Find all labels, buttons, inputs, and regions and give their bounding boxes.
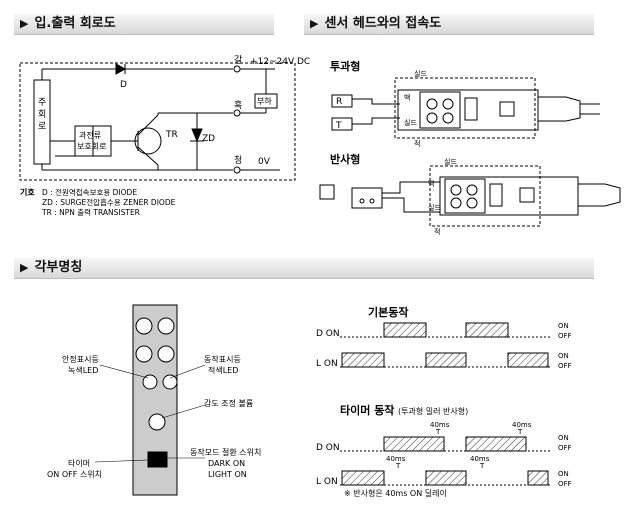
timer-timing-waves <box>340 436 550 486</box>
timer-operation-subtitle: (투과형 밀러 반사형) <box>398 407 468 416</box>
header-sensor-head: ▶ 센서 헤드와의 접속도 <box>304 14 594 35</box>
t-label: T <box>335 121 342 131</box>
zener-symbol <box>191 128 203 143</box>
diode-symbol <box>115 63 127 75</box>
transistor-symbol <box>134 127 162 155</box>
blue-label: 청 <box>234 155 242 166</box>
shield-label-4: 실드 <box>428 203 441 212</box>
basic-l-on-off: OFF <box>558 362 572 370</box>
timer-operation-title: 타이머 동작 <box>340 403 394 417</box>
red-label-1: 적 <box>414 139 420 148</box>
basic-timing-waves <box>340 322 550 368</box>
timer-l-on-label: L ON <box>316 477 338 487</box>
delay-label-1: 40ms <box>430 421 450 429</box>
timer-l-on-off: OFF <box>558 480 572 488</box>
t-label-3: T <box>395 462 401 470</box>
header-parts-label: 각부명칭 <box>34 260 83 275</box>
black-wire-label-1: 백 <box>404 93 410 102</box>
circuit-frame <box>19 62 296 181</box>
d-label: D <box>120 80 127 90</box>
svg-text:로: 로 <box>38 122 46 132</box>
zero-label: 0V <box>258 157 271 167</box>
t-label-4: T <box>479 462 485 470</box>
through-beam-title: 투과형 <box>330 59 360 73</box>
basic-l-on-on: ON <box>558 352 569 360</box>
shield-label-1: 실드 <box>414 69 427 78</box>
legend-line-1: D : 전원역접속보호용 DIODE <box>42 187 137 197</box>
black-wire-label-2: 백 <box>428 179 434 188</box>
delay-label-3: 40ms <box>386 455 406 463</box>
red-led-label: 적색LED <box>208 365 238 375</box>
triangle-icon: ▶ <box>20 17 29 30</box>
protection-label-1: 과전류 <box>79 130 101 140</box>
header-io-circuit: ▶ 입.출력 회로도 <box>14 14 274 35</box>
light-on-label: LIGHT ON <box>208 470 247 479</box>
basic-d-on-on: ON <box>558 322 569 330</box>
triangle-icon: ▶ <box>310 17 319 30</box>
load-label: 부하 <box>257 96 272 106</box>
brown-label: 갈 <box>234 55 242 66</box>
circuit-diagram <box>19 62 296 181</box>
black-label: 흑 <box>234 99 242 111</box>
svg-text:회: 회 <box>38 109 46 120</box>
reflective-title: 반사형 <box>330 152 360 166</box>
sensitivity-volume-label: 감도 조정 볼륨 <box>204 398 253 408</box>
header-io-circuit-label: 입.출력 회로도 <box>34 16 116 31</box>
timer-label: 타이머 <box>68 458 90 468</box>
zd-label: ZD <box>202 134 215 144</box>
supply-label: +12~24V DC <box>250 57 310 67</box>
delay-label-4: 40ms <box>470 455 490 463</box>
dark-on-label: DARK ON <box>208 459 245 468</box>
r-label: R <box>336 97 342 107</box>
main-circuit-label: 주 <box>38 97 46 108</box>
timer-switch-label: ON OFF 스위치 <box>47 470 102 479</box>
timer-d-on-label: D ON <box>316 443 340 453</box>
red-label-2: 적 <box>434 227 440 236</box>
shield-label-2: 실드 <box>404 118 417 127</box>
header-sensor-head-label: 센서 헤드와의 접속도 <box>324 16 442 31</box>
operation-led-label: 동작표시등 <box>204 354 241 364</box>
shield-label-3: 실드 <box>444 157 457 166</box>
header-parts: ▶ 각부명칭 <box>14 258 594 279</box>
timer-d-on-off: OFF <box>558 444 572 452</box>
legend-line-3: TR : NPN 출력 TRANSISTER <box>41 207 140 217</box>
leader-lines <box>94 364 206 463</box>
basic-d-on-off: OFF <box>558 332 572 340</box>
t-label-2: T <box>517 428 523 436</box>
basic-d-on-label: D ON <box>316 329 340 339</box>
timing-note: ※ 반사형은 40ms ON 딜레이 <box>344 488 447 498</box>
green-led-label: 녹색LED <box>68 365 98 375</box>
mode-switch-label: 동작모드 절환 스위치 <box>190 447 261 457</box>
terminal-brown <box>233 65 241 73</box>
tr-label: TR <box>165 130 178 140</box>
through-beam-diagram <box>331 77 600 139</box>
legend-line-2: ZD : SURGE전압흡수용 ZENER DIODE <box>42 197 176 207</box>
stability-led-label: 안정표시등 <box>62 354 99 364</box>
triangle-icon: ▶ <box>20 261 29 274</box>
timer-d-on-on: ON <box>558 434 569 442</box>
basic-operation-title: 기본동작 <box>368 305 408 319</box>
basic-l-on-label: L ON <box>316 359 338 369</box>
t-label-1: T <box>435 428 441 436</box>
legend-title: 기호 <box>20 187 35 197</box>
reflective-diagram <box>319 165 621 227</box>
timer-l-on-on: ON <box>558 470 569 478</box>
delay-label-2: 40ms <box>512 421 532 429</box>
protection-label-2: 보호회로 <box>77 142 106 151</box>
amp-body <box>132 304 178 496</box>
terminal-blue <box>233 166 241 174</box>
